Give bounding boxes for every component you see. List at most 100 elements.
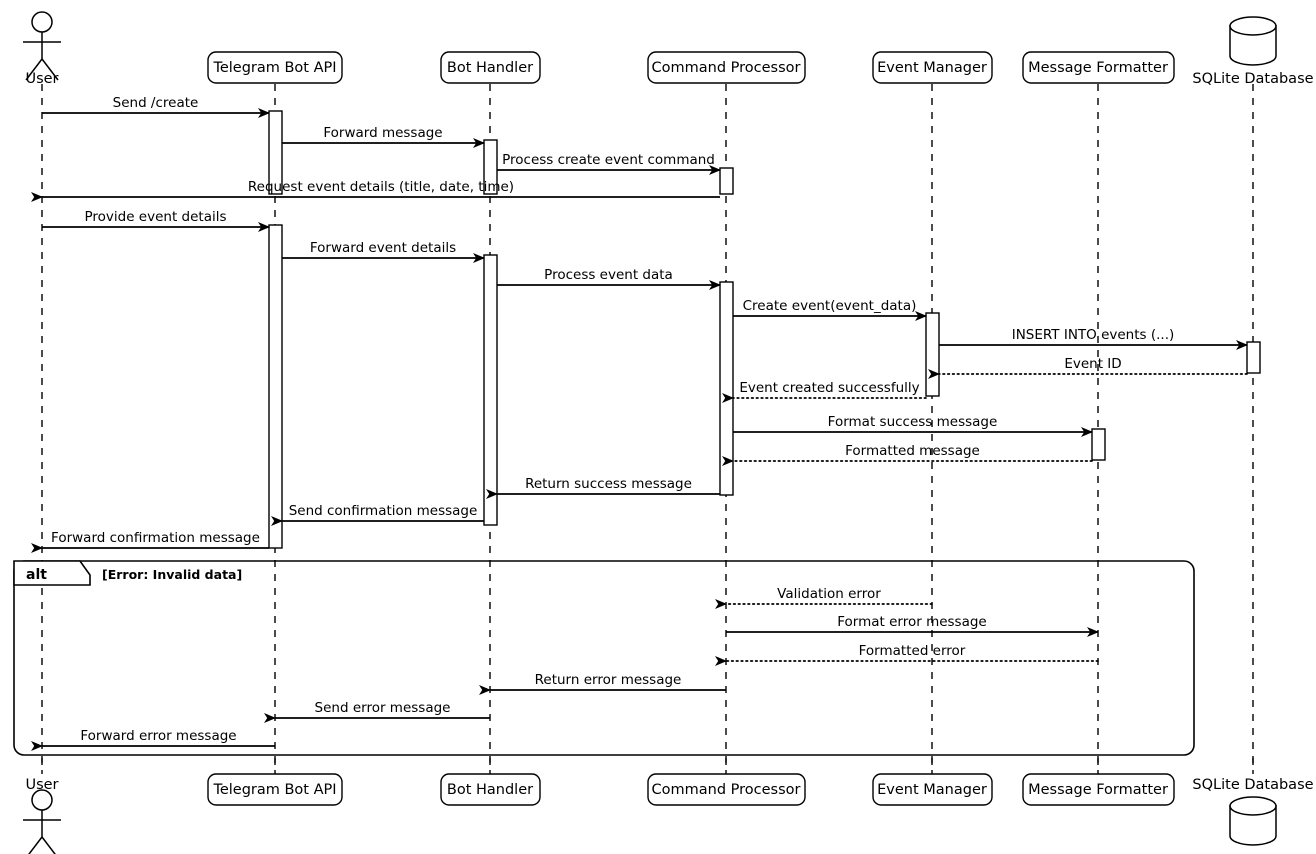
participant-actor-user-foot[interactable]: User bbox=[23, 777, 61, 854]
fragment-operator-label: alt bbox=[26, 567, 47, 583]
message-m8: Create event(event_data) bbox=[733, 298, 927, 321]
message-label-m18: Format error message bbox=[837, 614, 987, 630]
message-m20: Return error message bbox=[479, 672, 726, 695]
fragment-condition-label: [Error: Invalid data] bbox=[102, 567, 242, 582]
message-label-m22: Forward error message bbox=[80, 728, 236, 744]
database-cylinder-top-icon bbox=[1229, 796, 1277, 816]
participant-box-shape bbox=[207, 51, 343, 84]
participant-label-handler-foot: Bot Handler bbox=[447, 782, 533, 798]
message-m2: Forward message bbox=[282, 125, 485, 148]
participant-box-events-head[interactable]: Event Manager bbox=[872, 51, 993, 84]
fragments-layer: alt [Error: Invalid data] bbox=[13, 560, 1195, 756]
activation-bar-processor bbox=[719, 281, 734, 496]
message-label-m21: Send error message bbox=[315, 700, 451, 716]
fragment-tag-shape bbox=[13, 560, 91, 586]
participant-label-telegram-foot: Telegram Bot API bbox=[212, 782, 336, 798]
participant-label-processor-head: Command Processor bbox=[652, 60, 801, 76]
message-label-m15: Send confirmation message bbox=[289, 503, 478, 519]
message-label-m14: Return success message bbox=[525, 476, 692, 492]
participant-actor-user-head[interactable]: User bbox=[23, 11, 61, 87]
activation-bar-telegram bbox=[268, 224, 283, 549]
participant-label-events-foot: Event Manager bbox=[877, 782, 987, 798]
message-label-m17: Validation error bbox=[777, 586, 881, 602]
message-label-m12: Format success message bbox=[828, 414, 998, 430]
actor-head-icon bbox=[31, 789, 53, 811]
participant-label-database-head: SQLite Database bbox=[1192, 71, 1313, 87]
message-label-m11: Event created successfully bbox=[739, 380, 919, 396]
participant-database-database-foot[interactable]: SQLite Database bbox=[1192, 777, 1314, 846]
message-m17: Validation error bbox=[715, 586, 933, 609]
participant-box-shape bbox=[207, 773, 343, 806]
actor-leg-right-icon bbox=[41, 58, 59, 81]
participant-box-shape bbox=[647, 773, 806, 806]
participant-label-handler-head: Bot Handler bbox=[447, 60, 533, 76]
message-label-m8: Create event(event_data) bbox=[743, 298, 917, 314]
database-cylinder-body-icon bbox=[1229, 805, 1277, 846]
lifelines-layer bbox=[41, 84, 1254, 774]
participant-label-user-foot: User bbox=[25, 777, 58, 793]
message-m16: Forward confirmation message bbox=[31, 530, 269, 553]
participant-label-user-head: User bbox=[25, 71, 58, 87]
message-label-m19: Formatted error bbox=[859, 643, 966, 659]
message-label-m16: Forward confirmation message bbox=[51, 530, 260, 546]
message-m19: Formatted error bbox=[715, 643, 1099, 666]
message-m5: Provide event details bbox=[42, 209, 270, 232]
participant-box-telegram-foot[interactable]: Telegram Bot API bbox=[207, 773, 343, 806]
participant-box-formatter-foot[interactable]: Message Formatter bbox=[1022, 773, 1175, 806]
message-m10: Event ID bbox=[928, 356, 1248, 379]
participant-box-events-foot[interactable]: Event Manager bbox=[872, 773, 993, 806]
message-m7: Process event data bbox=[497, 267, 721, 290]
message-label-m10: Event ID bbox=[1064, 356, 1121, 372]
participant-box-processor-head[interactable]: Command Processor bbox=[647, 51, 806, 84]
actor-leg-left-icon bbox=[28, 836, 43, 854]
participant-box-shape bbox=[872, 51, 993, 84]
participant-box-shape bbox=[440, 773, 541, 806]
participant-label-database-foot: SQLite Database bbox=[1192, 777, 1313, 793]
participant-box-handler-head[interactable]: Bot Handler bbox=[440, 51, 541, 84]
participant-label-formatter-foot: Message Formatter bbox=[1028, 782, 1168, 798]
message-m15: Send confirmation message bbox=[271, 503, 484, 526]
activation-bar-handler bbox=[483, 139, 498, 195]
message-m13: Formatted message bbox=[722, 443, 1093, 466]
activation-bar-processor bbox=[719, 167, 734, 195]
message-m1: Send /create bbox=[42, 95, 270, 118]
message-m6: Forward event details bbox=[282, 240, 485, 263]
message-label-m9: INSERT INTO events (...) bbox=[1012, 327, 1175, 343]
message-m4: Request event details (title, date, time… bbox=[31, 179, 720, 202]
participant-box-processor-foot[interactable]: Command Processor bbox=[647, 773, 806, 806]
activation-bar-telegram bbox=[268, 110, 283, 195]
database-cylinder-body-icon bbox=[1229, 25, 1277, 66]
message-label-m13: Formatted message bbox=[845, 443, 980, 459]
activation-bar-database bbox=[1246, 341, 1261, 374]
activations-layer bbox=[268, 110, 1261, 549]
participant-label-processor-foot: Command Processor bbox=[652, 782, 801, 798]
participant-box-formatter-head[interactable]: Message Formatter bbox=[1022, 51, 1175, 84]
participant-box-shape bbox=[647, 51, 806, 84]
activation-bar-formatter bbox=[1091, 428, 1106, 461]
message-label-m7: Process event data bbox=[544, 267, 673, 283]
fragment-alt-error: alt [Error: Invalid data] bbox=[13, 560, 1195, 756]
message-m9: INSERT INTO events (...) bbox=[939, 327, 1248, 350]
message-label-m1: Send /create bbox=[113, 95, 199, 111]
message-m22: Forward error message bbox=[31, 728, 275, 751]
participant-database-database-head[interactable]: SQLite Database bbox=[1192, 16, 1314, 87]
participant-label-events-head: Event Manager bbox=[877, 60, 987, 76]
message-m12: Format success message bbox=[733, 414, 1093, 437]
participant-box-shape bbox=[872, 773, 993, 806]
actor-leg-left-icon bbox=[25, 58, 43, 81]
participant-label-formatter-head: Message Formatter bbox=[1028, 60, 1168, 76]
message-label-m4: Request event details (title, date, time… bbox=[248, 179, 514, 195]
activation-bar-events bbox=[925, 312, 940, 397]
activation-bar-handler bbox=[483, 254, 498, 526]
message-label-m5: Provide event details bbox=[84, 209, 226, 225]
actor-head-icon bbox=[31, 11, 53, 33]
message-label-m20: Return error message bbox=[535, 672, 682, 688]
message-label-m2: Forward message bbox=[323, 125, 442, 141]
participant-box-telegram-head[interactable]: Telegram Bot API bbox=[207, 51, 343, 84]
message-m14: Return success message bbox=[486, 476, 720, 499]
participant-box-shape bbox=[1022, 51, 1175, 84]
actor-leg-right-icon bbox=[41, 836, 56, 854]
participant-box-handler-foot[interactable]: Bot Handler bbox=[440, 773, 541, 806]
